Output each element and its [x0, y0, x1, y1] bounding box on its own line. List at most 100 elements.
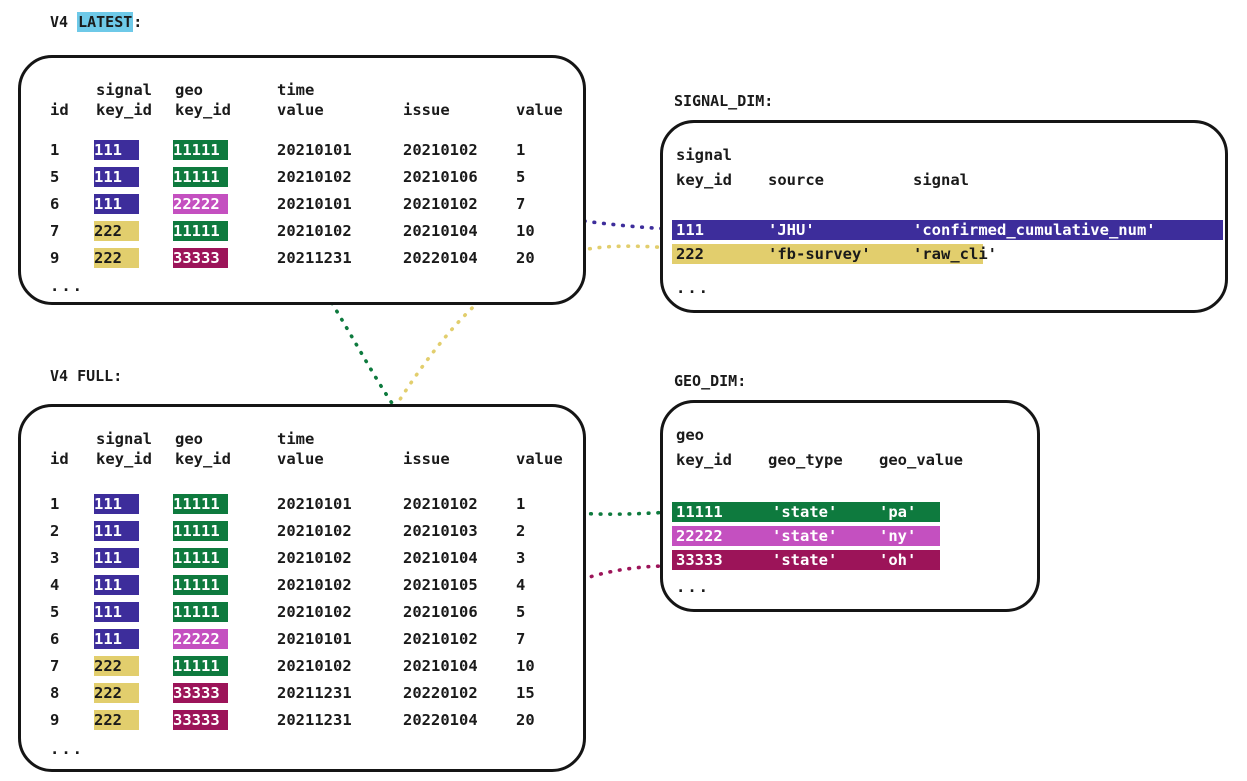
latest-header-issue: issue [403, 101, 450, 119]
full-header-signal-key-id: key_id [96, 450, 152, 468]
full-row-2-value: 2 [516, 522, 526, 540]
latest-row-5-id: 5 [50, 168, 60, 186]
latest-row-1-time-value: 20210101 [277, 141, 352, 159]
geo-dim-ellipsis: ... [676, 578, 710, 596]
full-row-4-signal-key-id: 111 [94, 575, 139, 595]
latest-row-6-issue: 20210102 [403, 195, 478, 213]
geo-dim-row-22222 [672, 526, 940, 546]
latest-row-9-time-value: 20211231 [277, 249, 352, 267]
full-header-signal: signal [96, 430, 152, 448]
full-row-5-value: 5 [516, 603, 526, 621]
full-row-6-issue: 20210102 [403, 630, 478, 648]
full-header-id: id [50, 450, 69, 468]
latest-caption-suffix: : [133, 13, 143, 31]
full-row-1-signal-key-id: 111 [94, 494, 139, 514]
latest-row-5-value: 5 [516, 168, 526, 186]
full-header-geo: geo [175, 430, 203, 448]
signal-dim-caption: SIGNAL_DIM: [674, 92, 774, 110]
full-row-6-time-value: 20210101 [277, 630, 352, 648]
full-row-7-id: 7 [50, 657, 60, 675]
full-row-7-value: 10 [516, 657, 535, 675]
latest-row-9-id: 9 [50, 249, 60, 267]
latest-row-6-id: 6 [50, 195, 60, 213]
full-row-6-id: 6 [50, 630, 60, 648]
geo-dim-header-geo-value: geo_value [879, 451, 963, 469]
latest-row-5-issue: 20210106 [403, 168, 478, 186]
latest-row-1-geo-key-id: 11111 [173, 140, 228, 160]
full-header-value: value [277, 450, 324, 468]
signal-dim-box [660, 120, 1228, 313]
latest-row-9-signal-key-id: 222 [94, 248, 139, 268]
latest-header-geo-key-id: key_id [175, 101, 231, 119]
signal-dim-header-key-id: key_id [676, 171, 732, 189]
geo-dim-row-33333-key-id: 33333 [676, 551, 723, 569]
signal-dim-table: signal key_id source signal 111'JHU''con… [0, 0, 1223, 264]
full-row-8-geo-key-id: 33333 [173, 683, 228, 703]
full-row-3-value: 3 [516, 549, 526, 567]
full-row-2-geo-key-id: 11111 [173, 521, 228, 541]
latest-caption-prefix: V4 [50, 13, 78, 31]
latest-row-6-value: 7 [516, 195, 526, 213]
geo-dim-row-33333 [672, 550, 940, 570]
latest-row-7-id: 7 [50, 222, 60, 240]
signal-dim-ellipsis: ... [676, 279, 710, 297]
latest-row-9-issue: 20220104 [403, 249, 478, 267]
geo-dim-row-11111-key-id: 11111 [676, 503, 723, 521]
full-row-8-value: 15 [516, 684, 535, 702]
full-row-5-issue: 20210106 [403, 603, 478, 621]
full-ellipsis: ... [50, 740, 84, 758]
latest-header-geo: geo [175, 81, 203, 99]
latest-row-1-id: 1 [50, 141, 60, 159]
full-row-3-time-value: 20210102 [277, 549, 352, 567]
full-row-1-value: 1 [516, 495, 526, 513]
full-header-value2: value [516, 450, 563, 468]
signal-dim-header-signal: signal [676, 146, 732, 164]
full-row-4-geo-key-id: 11111 [173, 575, 228, 595]
geo-dim-row-11111-geo-value: 'pa' [879, 503, 917, 521]
full-row-2-issue: 20210103 [403, 522, 478, 540]
signal-dim-row-111-key-id: 111 [676, 221, 704, 239]
full-row-9-signal-key-id: 222 [94, 710, 139, 730]
geo-dim-header-geo-type: geo_type [768, 451, 843, 469]
full-row-4-id: 4 [50, 576, 60, 594]
latest-row-1-signal-key-id: 111 [94, 140, 139, 160]
full-row-7-issue: 20210104 [403, 657, 478, 675]
signal-dim-row-222 [672, 244, 983, 264]
latest-row-7-value: 10 [516, 222, 535, 240]
latest-header-signal-key-id: key_id [96, 101, 152, 119]
latest-row-7-signal-key-id: 222 [94, 221, 139, 241]
full-row-8-signal-key-id: 222 [94, 683, 139, 703]
full-header-issue: issue [403, 450, 450, 468]
latest-row-5-signal-key-id: 111 [94, 167, 139, 187]
latest-caption-highlight: LATEST [77, 12, 134, 32]
geo-dim-header-geo: geo [676, 426, 704, 444]
geo-dim-row-33333-geo-value: 'oh' [879, 551, 917, 569]
full-row-3-issue: 20210104 [403, 549, 478, 567]
signal-dim-row-111-signal: 'confirmed_cumulative_num' [913, 221, 1156, 239]
full-row-8-time-value: 20211231 [277, 684, 352, 702]
latest-row-1-value: 1 [516, 141, 526, 159]
geo-dim-row-11111-geo-type: 'state' [772, 503, 838, 521]
geo-dim-row-33333-geo-type: 'state' [772, 551, 838, 569]
full-row-5-id: 5 [50, 603, 60, 621]
full-row-9-time-value: 20211231 [277, 711, 352, 729]
geo-dim-table: geo key_id geo_type geo_value 11111'stat… [0, 0, 963, 570]
full-row-1-geo-key-id: 11111 [173, 494, 228, 514]
geo-dim-row-22222-geo-value: 'ny' [879, 527, 917, 545]
geo-dim-row-22222-geo-type: 'state' [772, 527, 838, 545]
full-row-6-signal-key-id: 111 [94, 629, 139, 649]
latest-header-time: time [277, 81, 315, 99]
signal-dim-row-222-source: 'fb-survey' [768, 245, 871, 263]
full-row-1-time-value: 20210101 [277, 495, 352, 513]
full-row-9-geo-key-id: 33333 [173, 710, 228, 730]
full-row-8-issue: 20220102 [403, 684, 478, 702]
full-row-3-signal-key-id: 111 [94, 548, 139, 568]
full-row-5-geo-key-id: 11111 [173, 602, 228, 622]
full-caption: V4 FULL: [50, 367, 123, 385]
latest-row-9-value: 20 [516, 249, 535, 267]
full-row-5-time-value: 20210102 [277, 603, 352, 621]
geo-dim-row-22222-key-id: 22222 [676, 527, 723, 545]
full-row-5-signal-key-id: 111 [94, 602, 139, 622]
latest-row-7-time-value: 20210102 [277, 222, 352, 240]
